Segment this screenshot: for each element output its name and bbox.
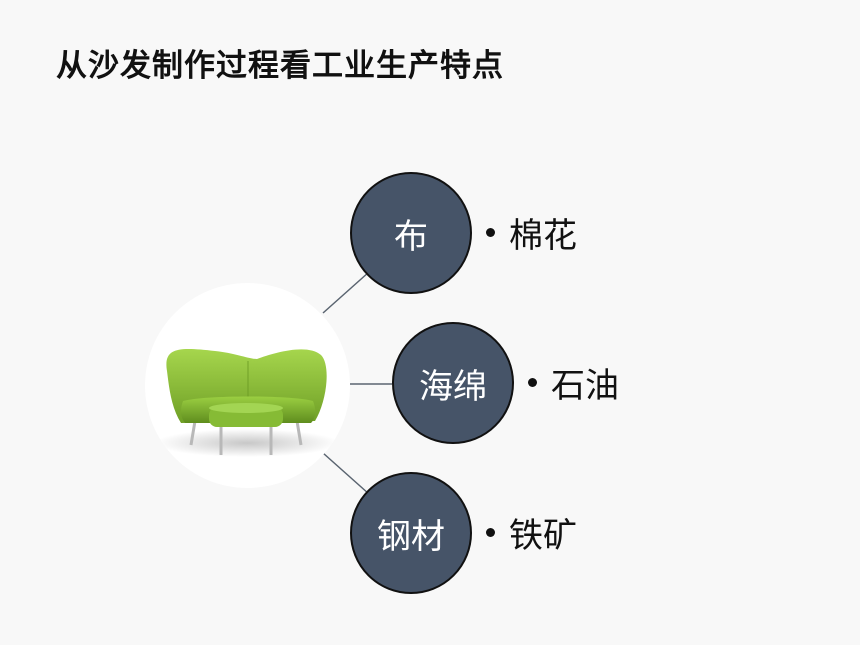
node-cloth: 布: [350, 172, 472, 294]
node-sponge: 海绵: [392, 322, 514, 444]
node-label-cloth: 布: [394, 216, 428, 257]
node-steel: 钢材: [350, 472, 472, 594]
bullet-iron-ore: 铁矿: [486, 508, 577, 557]
bullet-label-petroleum: 石油: [551, 366, 619, 406]
bullet-petroleum: 石油: [528, 358, 619, 407]
sofa-image: [145, 283, 350, 488]
green-sofa-icon: [155, 349, 339, 457]
bullet-label-iron-ore: 铁矿: [509, 516, 577, 556]
bullet-dot-icon: [528, 378, 537, 387]
bullet-label-cotton: 棉花: [509, 216, 577, 256]
bullet-dot-icon: [486, 228, 495, 237]
connector-line-steel: [322, 452, 370, 495]
node-label-steel: 钢材: [377, 516, 445, 557]
slide-title: 从沙发制作过程看工业生产特点: [56, 48, 504, 84]
node-label-sponge: 海绵: [419, 366, 487, 407]
bullet-dot-icon: [486, 528, 495, 537]
connector-line-cloth: [322, 271, 370, 314]
bullet-cotton: 棉花: [486, 208, 577, 257]
